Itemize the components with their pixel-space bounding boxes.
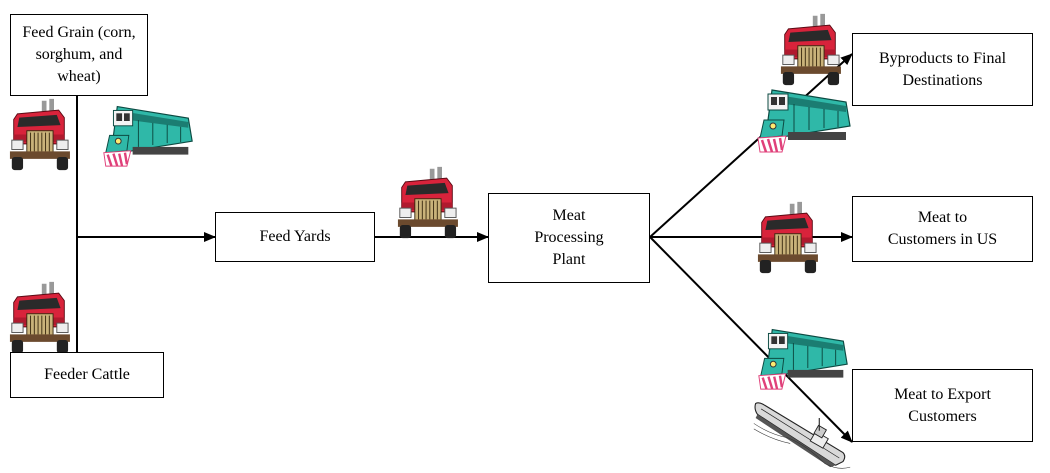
- truck-icon: [780, 13, 842, 86]
- truck-icon: [9, 98, 71, 171]
- node-feed-yards: Feed Yards: [215, 212, 375, 262]
- node-meat-processing-plant-label: Meat Processing Plant: [534, 207, 604, 268]
- node-feed-grain-label: Feed Grain (corn, sorghum, and wheat): [22, 24, 136, 85]
- node-meat-to-export-customers-label: Meat to Export Customers: [894, 385, 991, 425]
- node-byproducts: Byproducts to Final Destinations: [852, 33, 1033, 106]
- node-byproducts-label: Byproducts to Final Destinations: [878, 49, 1007, 89]
- node-feed-yards-label: Feed Yards: [259, 228, 331, 245]
- node-feeder-cattle-label: Feeder Cattle: [44, 366, 130, 383]
- connector-lines: [76, 53, 853, 443]
- arrow-to-byproducts: [649, 53, 853, 238]
- arrow-to-meat-export: [649, 236, 853, 443]
- locomotive-icon: [756, 88, 852, 154]
- node-feed-grain: Feed Grain (corn, sorghum, and wheat): [10, 14, 148, 96]
- node-feeder-cattle: Feeder Cattle: [10, 352, 164, 398]
- node-meat-to-customers-us-label: Meat to Customers in US: [887, 209, 998, 248]
- truck-icon: [9, 281, 71, 354]
- cargo-ship-icon: [753, 402, 851, 469]
- locomotive-icon: [757, 328, 849, 391]
- node-meat-to-export-customers: Meat to Export Customers: [852, 369, 1033, 442]
- locomotive-icon: [102, 105, 194, 168]
- node-meat-to-customers-us: Meat to Customers in US: [852, 196, 1033, 262]
- truck-icon: [757, 201, 819, 274]
- truck-icon: [397, 166, 459, 239]
- node-meat-processing-plant: Meat Processing Plant: [488, 193, 650, 283]
